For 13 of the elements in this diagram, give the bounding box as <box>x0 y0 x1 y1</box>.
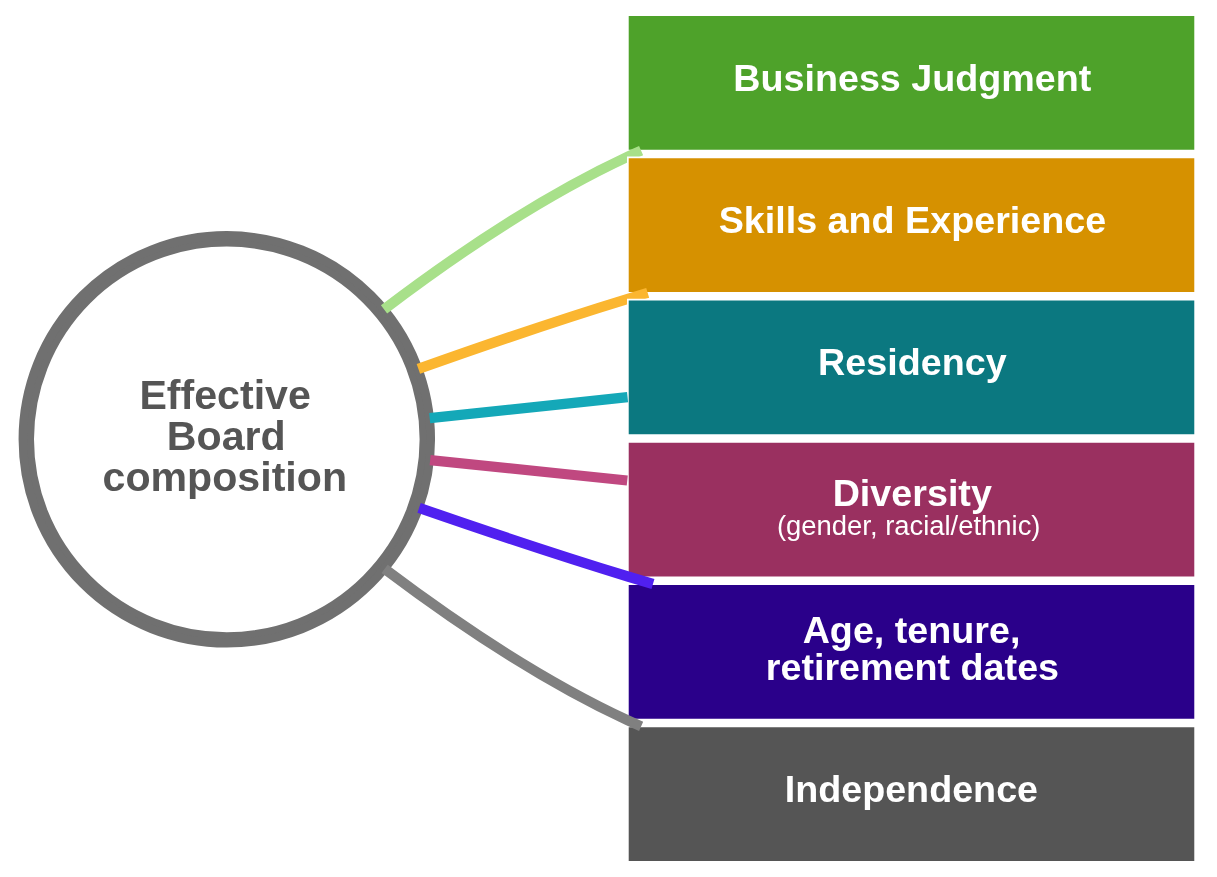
connector <box>381 564 643 732</box>
connector <box>428 392 628 424</box>
node-box: Diversity (gender, racial/ethnic) <box>626 441 1196 579</box>
node-box: Age, tenure, retirement dates <box>626 583 1196 721</box>
connector <box>416 502 654 589</box>
node-box: Skills and Experience <box>626 156 1196 294</box>
node-box: Residency <box>626 298 1196 436</box>
connector <box>380 145 643 314</box>
node-box: Business Judgment <box>626 14 1196 152</box>
connector <box>416 287 649 374</box>
connector <box>429 455 628 486</box>
node-box: Independence <box>626 725 1196 863</box>
node-circle: Effective Board composition <box>18 231 435 648</box>
